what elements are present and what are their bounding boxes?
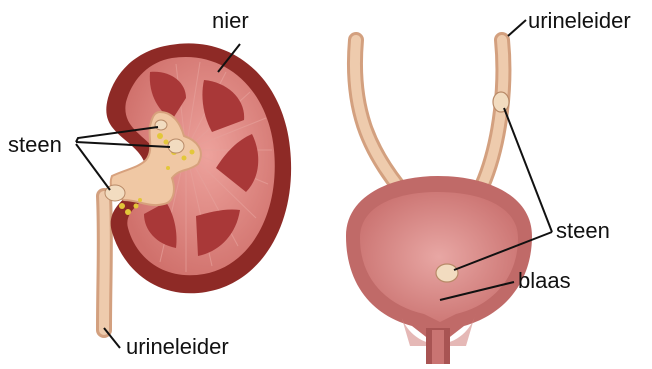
kidney-stone-1 bbox=[155, 120, 167, 130]
label-ureter-bottom: urineleider bbox=[126, 336, 229, 358]
kidney bbox=[105, 43, 291, 293]
bladder-system bbox=[346, 40, 532, 364]
label-kidney: nier bbox=[212, 10, 249, 32]
kidney-stone-2 bbox=[168, 139, 184, 153]
label-bladder: blaas bbox=[518, 270, 571, 292]
label-ureter-top: urineleider bbox=[528, 10, 631, 32]
label-stone-right: steen bbox=[556, 220, 610, 242]
ureter-stone bbox=[493, 92, 509, 112]
label-stone-left: steen bbox=[8, 134, 62, 156]
bladder-stone bbox=[436, 264, 458, 282]
